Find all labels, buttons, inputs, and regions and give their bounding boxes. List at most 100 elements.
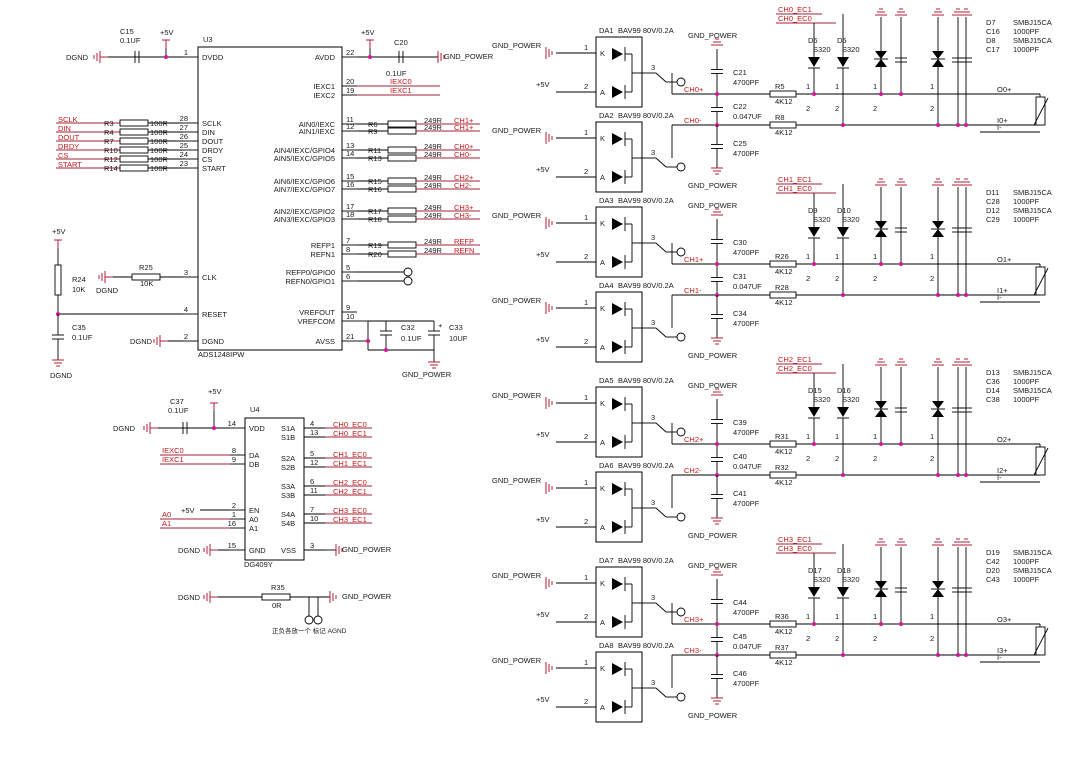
- u4-pin-num: 8: [232, 446, 236, 455]
- ground-symbol: [545, 577, 553, 589]
- bav99-ref: DA8: [599, 641, 614, 650]
- resistor-symbol: [119, 164, 149, 172]
- bav99-pin1: 1: [584, 128, 588, 137]
- test-point: [676, 692, 686, 702]
- a1-label: A1: [162, 519, 171, 528]
- u4-pin-num: 9: [232, 455, 236, 464]
- junction-dot: [879, 262, 883, 266]
- a0-label: A0: [162, 510, 171, 519]
- analog-net-label: CH3+: [454, 203, 474, 212]
- u4-pin-name: VSS: [281, 546, 296, 555]
- r35-val: 0R: [272, 601, 282, 610]
- p5v-label: +5V: [536, 430, 550, 439]
- bav99-pin-a: A: [600, 88, 605, 97]
- diode-val: S320: [842, 215, 860, 224]
- ec0-label: CH1_EC0: [778, 184, 812, 193]
- diode-val: S320: [813, 575, 831, 584]
- u4-pin-num: 5: [310, 449, 314, 458]
- u4-net-label: CH0_EC0: [333, 420, 367, 429]
- u3-pin-num: 13: [346, 141, 354, 150]
- tvs-symbol: [875, 59, 887, 67]
- u3-pin-name: AIN5/IEXC/GPIO5: [274, 154, 335, 163]
- sensor-arrow: [1033, 447, 1049, 476]
- ground-symbol: [711, 568, 723, 576]
- ec1-label: CH2_EC1: [778, 355, 812, 364]
- ground-symbol: [329, 591, 337, 603]
- cap-val: 4700PF: [733, 428, 760, 437]
- ground-symbol: [143, 422, 151, 434]
- tvs-symbol: [932, 589, 944, 597]
- schottky-symbol: [837, 227, 849, 237]
- resistor-val: 249R: [424, 203, 443, 212]
- u4-pin-num: 2: [232, 501, 236, 510]
- output-label: I-: [997, 293, 1002, 302]
- diode-symbol: [612, 86, 623, 98]
- dgnd-label: DGND: [178, 593, 201, 602]
- ground-symbol: [960, 538, 972, 546]
- u3-pin-num: 18: [346, 210, 354, 219]
- tvs-val: SMBJ15CA: [1013, 188, 1052, 197]
- u4-pin-num: 11: [310, 486, 318, 495]
- u3-part: ADS1248IPW: [198, 350, 245, 359]
- ec1-label: CH1_EC1: [778, 175, 812, 184]
- resistor-val: 100R: [150, 164, 169, 173]
- u4-pin-name: S3B: [281, 491, 295, 500]
- u4-pin-name: VDD: [249, 424, 265, 433]
- junction-dot: [899, 442, 903, 446]
- diode-pin: 1: [835, 612, 839, 621]
- resistor-val: 249R: [424, 246, 443, 255]
- resistor-ref: R31: [775, 432, 789, 441]
- bav99-body: [595, 566, 643, 638]
- c20-ref: C20: [394, 38, 408, 47]
- bav99-body: [595, 471, 643, 543]
- ground-symbol: [203, 591, 211, 603]
- dgnd-label: DGND: [50, 371, 73, 380]
- bav99-pin-a: A: [600, 438, 605, 447]
- output-label: O0+: [997, 85, 1012, 94]
- r35-ref: R35: [271, 583, 285, 592]
- gnd-power-label: GND_POWER: [492, 571, 542, 580]
- gnd-power-label: GND_POWER: [688, 381, 738, 390]
- ground-symbol: [545, 217, 553, 229]
- u4-pin-name: S1B: [281, 433, 295, 442]
- tvs-symbol: [875, 229, 887, 237]
- bav99-pin-k: K: [600, 134, 605, 143]
- output-label: O1+: [997, 255, 1012, 264]
- tvs-ref: D13: [986, 368, 1000, 377]
- bav99-pin-k: K: [600, 219, 605, 228]
- resistor-symbol: [387, 127, 417, 135]
- u4-pin-num: 13: [310, 428, 318, 437]
- u4-pin-name: A0: [249, 515, 258, 524]
- tvs-ref: C36: [986, 377, 1000, 386]
- resistor-symbol: [119, 146, 149, 154]
- tvs-ref: C38: [986, 395, 1000, 404]
- p5v-label: +5V: [536, 610, 550, 619]
- p5v-label: +5V: [208, 387, 222, 396]
- junction-dot: [964, 293, 968, 297]
- resistor-symbol: [387, 185, 417, 193]
- gnd-power-label: GND_POWER: [688, 561, 738, 570]
- resistor-val: 4K12: [775, 128, 793, 137]
- wire: [655, 602, 667, 613]
- bav99-ref: DA2: [599, 111, 614, 120]
- test-point: [403, 276, 413, 286]
- resistor-val: 249R: [424, 211, 443, 220]
- dgnd-label: DGND: [66, 53, 89, 62]
- gnd-power-label: GND_POWER: [492, 476, 542, 485]
- ground-symbol: [960, 8, 972, 16]
- bav99-pin-a: A: [600, 343, 605, 352]
- u4-pin-name: DB: [249, 460, 259, 469]
- bav99-part: BAV99 80V/0.2A: [618, 556, 674, 565]
- junction-dot: [841, 653, 845, 657]
- u3-pin-num: 9: [346, 303, 350, 312]
- u4-net-label: CH0_EC1: [333, 429, 367, 438]
- wire: [655, 687, 667, 698]
- resistor-ref: R12: [104, 155, 118, 164]
- c35-ref: C35: [72, 323, 86, 332]
- p5v-label: +5V: [361, 28, 375, 37]
- r25-ref: R25: [139, 263, 153, 272]
- test-point: [676, 162, 686, 172]
- tvs-pin: 2: [873, 454, 877, 463]
- tvs-val: 1000PF: [1013, 557, 1040, 566]
